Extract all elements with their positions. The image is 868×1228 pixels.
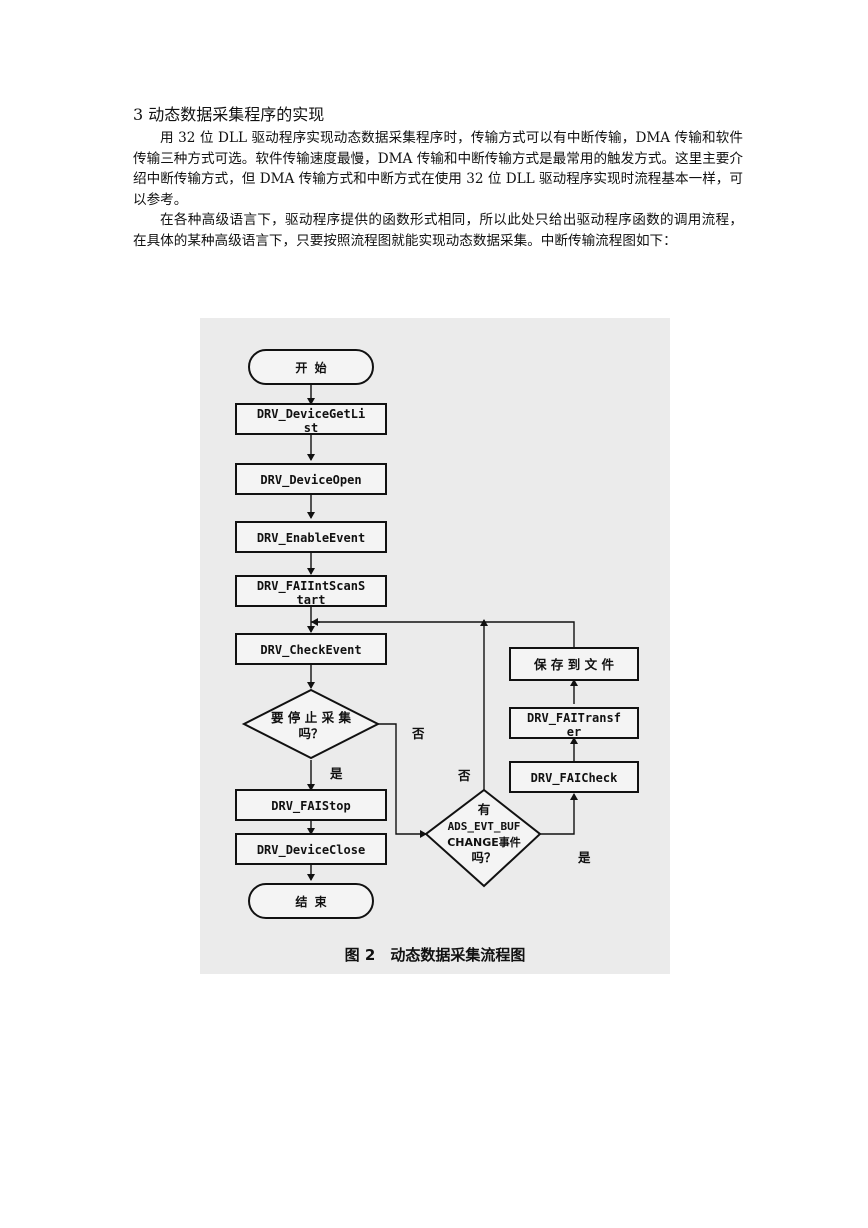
paragraph-2: 在各种高级语言下，驱动程序提供的函数形式相同，所以此处只给出驱动程序函数的调用流… (133, 212, 743, 249)
end-label: 结 束 (295, 894, 327, 909)
fai-check-label: DRV_FAICheck (531, 771, 618, 786)
save-file-label: 保 存 到 文 件 (533, 657, 614, 672)
paragraph-1: 用 32 位 DLL 驱动程序实现动态数据采集程序时，传输方式可以有中断传输，D… (133, 130, 743, 208)
stop-question-line-1: 要 停 止 采 集 (271, 710, 351, 725)
fai-transfer-line-2: er (567, 725, 581, 739)
device-open-box (235, 463, 387, 495)
scan-start-box (235, 575, 387, 607)
fai-stop-label: DRV_FAIStop (271, 799, 350, 814)
end-terminator (248, 883, 374, 919)
buf-question-line-1: 有 (478, 802, 491, 817)
buf-question-line-4: 吗？ (471, 850, 496, 865)
flowchart-figure: 开 始 DRV_DeviceGetLi st DRV_DeviceOpen DR… (200, 318, 670, 974)
start-label: 开 始 (295, 360, 326, 375)
device-close-label: DRV_DeviceClose (257, 843, 365, 858)
section-heading: 3 动态数据采集程序的实现 (133, 105, 325, 124)
stop-question-diamond (241, 688, 381, 760)
fai-check-box (509, 761, 639, 793)
device-get-list-line-2: st (304, 421, 318, 435)
fai-stop-box (235, 789, 387, 821)
check-event-label: DRV_CheckEvent (260, 643, 361, 658)
enable-event-label: DRV_EnableEvent (257, 531, 365, 546)
yes-label-buf: 是 (577, 850, 591, 865)
connector-lines (307, 384, 578, 881)
fai-transfer-line-1: DRV_FAITransf (527, 711, 621, 726)
enable-event-box (235, 521, 387, 553)
save-file-box (509, 647, 639, 681)
yes-label-stop: 是 (329, 766, 343, 781)
stop-question-line-2: 吗？ (298, 726, 323, 741)
check-event-box (235, 633, 387, 665)
scan-start-line-2: tart (297, 593, 326, 607)
buf-change-question-diamond (424, 788, 542, 888)
device-get-list-line-1: DRV_DeviceGetLi (257, 407, 365, 422)
buf-question-line-2: ADS_EVT_BUF (448, 820, 521, 833)
device-open-label: DRV_DeviceOpen (260, 473, 361, 488)
device-get-list-box (235, 403, 387, 435)
device-close-box (235, 833, 387, 865)
flowchart-diagram: 开 始 DRV_DeviceGetLi st DRV_DeviceOpen DR… (235, 349, 639, 919)
scan-start-line-1: DRV_FAIIntScanS (257, 579, 365, 594)
fai-transfer-box (509, 707, 639, 739)
buf-question-line-3: CHANGE事件 (447, 835, 521, 849)
no-label-buf: 否 (457, 768, 471, 783)
figure-caption: 图 2 动态数据采集流程图 (344, 946, 526, 964)
article-text: 3 动态数据采集程序的实现 用 32 位 DLL 驱动程序实现动态数据采集程序时… (133, 104, 743, 251)
no-label-stop: 否 (411, 726, 425, 741)
start-terminator (248, 349, 374, 385)
